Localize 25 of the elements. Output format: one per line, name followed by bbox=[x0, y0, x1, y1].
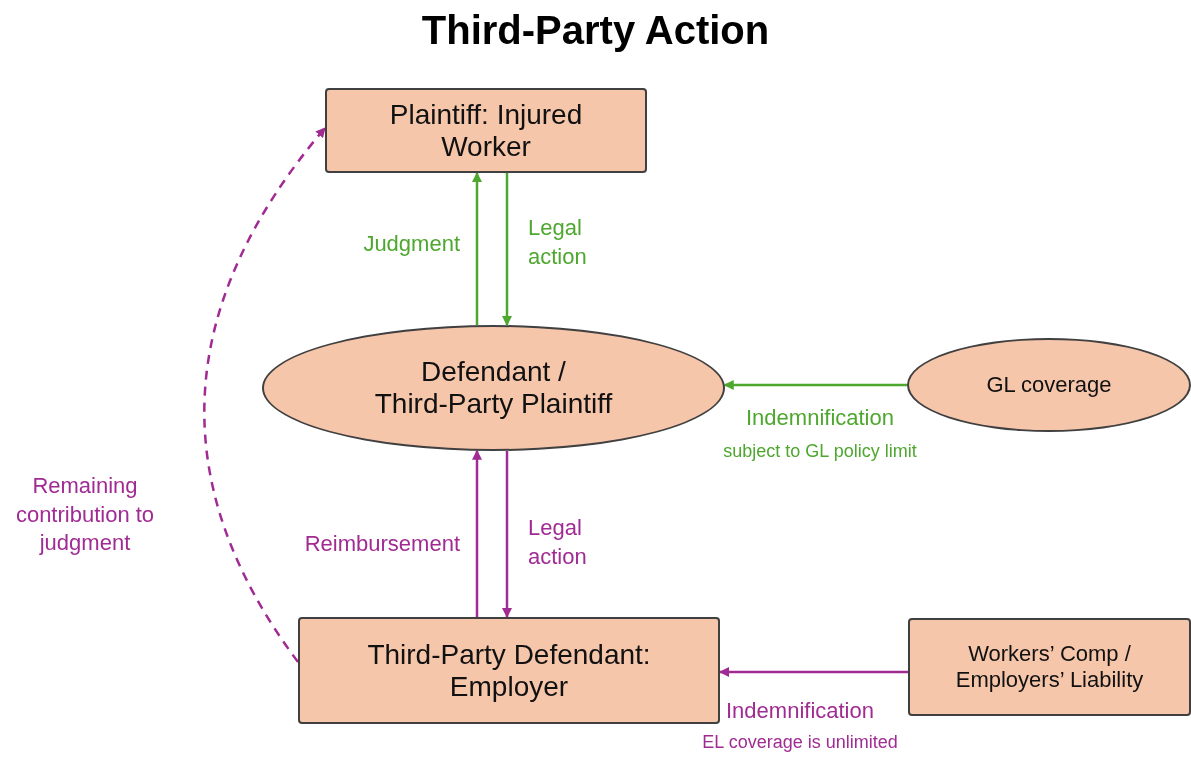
arrow bbox=[203, 127, 326, 663]
edge-label: Legal action bbox=[528, 214, 588, 271]
node-text: GL coverage bbox=[985, 372, 1113, 398]
arrow bbox=[502, 173, 512, 327]
edge-label: Indemnification bbox=[745, 404, 895, 432]
node-text: Plaintiff: Injured Worker bbox=[388, 98, 584, 163]
note-text: EL coverage is unlimited bbox=[701, 731, 899, 754]
node-text: Third-Party Defendant: Employer bbox=[366, 638, 652, 703]
edge-label: Reimbursement bbox=[303, 530, 460, 558]
edge-label: Indemnification bbox=[725, 697, 875, 725]
process-box bbox=[325, 88, 647, 173]
arrow bbox=[723, 380, 907, 390]
arrow bbox=[472, 449, 482, 617]
edge-label: Judgment bbox=[362, 230, 460, 258]
diagram-title: Third-Party Action bbox=[420, 8, 771, 53]
process-box bbox=[298, 617, 720, 724]
node-text: Workers’ Comp / Employers’ Liability bbox=[954, 641, 1145, 693]
arrow bbox=[719, 667, 908, 677]
note-text: subject to GL policy limit bbox=[722, 440, 918, 463]
arrow bbox=[502, 450, 512, 618]
edge-label: Legal action bbox=[528, 514, 588, 571]
arrow bbox=[472, 172, 482, 326]
process-box bbox=[908, 618, 1191, 716]
edge-label: Remaining contribution to judgment bbox=[14, 472, 156, 558]
node-text: Defendant / Third-Party Plaintiff bbox=[373, 356, 614, 420]
